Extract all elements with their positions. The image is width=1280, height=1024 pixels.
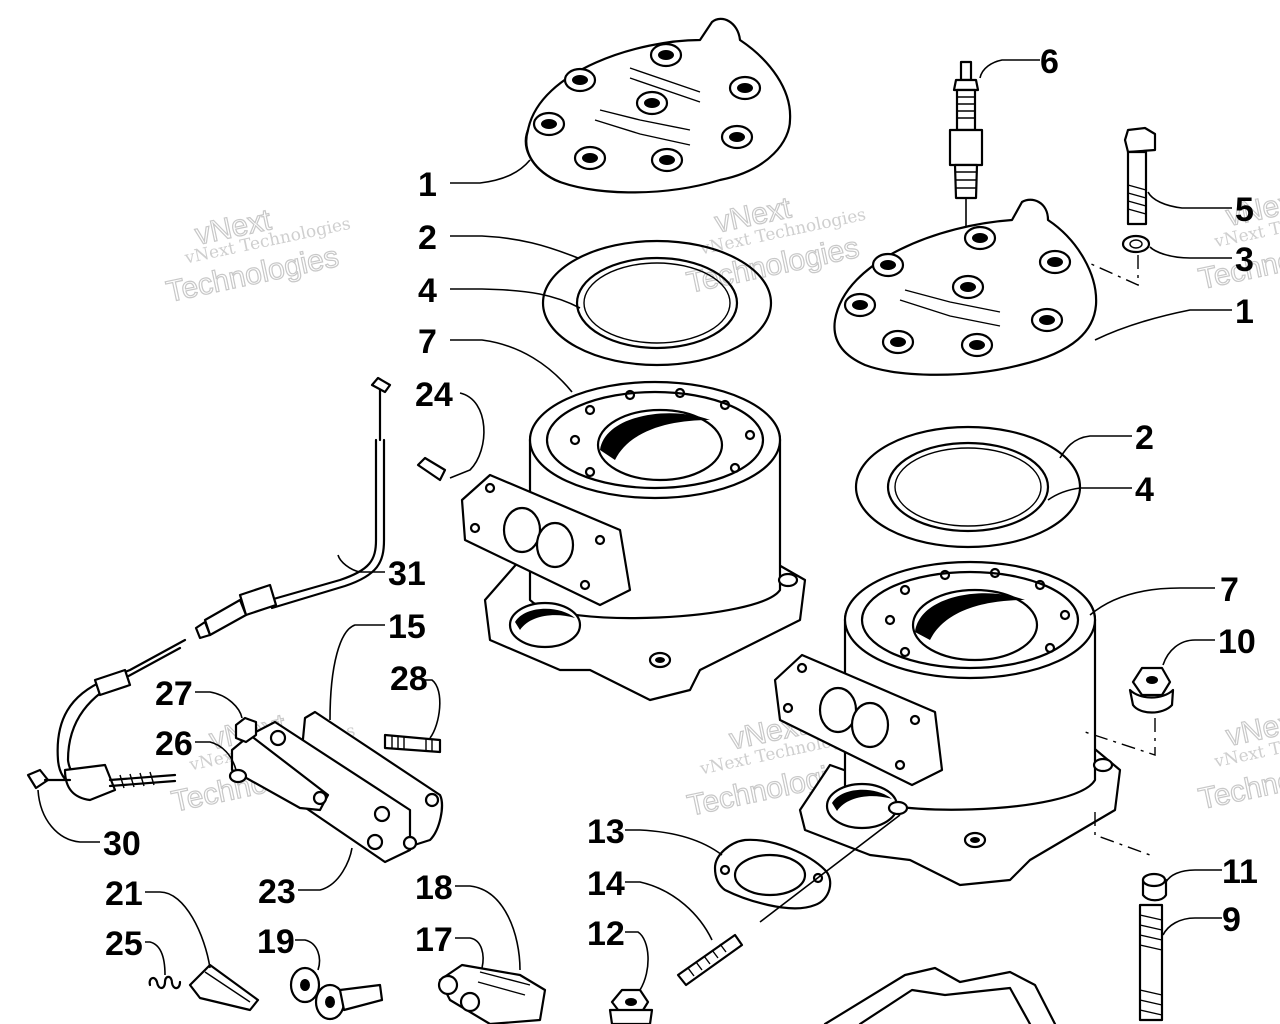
cylinder-head-left — [524, 17, 792, 194]
spring — [148, 975, 182, 990]
cylinder-right — [773, 560, 1122, 887]
bushing-pair — [289, 966, 384, 1021]
cylinder-stud — [1138, 903, 1164, 1022]
exhaust-stud — [676, 933, 744, 987]
callout-7-left: 7 — [418, 323, 437, 361]
control-cable — [194, 376, 392, 640]
callout-23: 23 — [258, 873, 296, 911]
cable-connector — [437, 963, 547, 1024]
callout-14: 14 — [587, 865, 625, 903]
callout-3: 3 — [1235, 241, 1254, 279]
callout-6: 6 — [1040, 43, 1059, 81]
callout-25: 25 — [105, 925, 143, 963]
head-bolt-washer — [1121, 234, 1151, 254]
dowel-pin — [416, 456, 447, 482]
callout-1-left: 1 — [418, 166, 437, 204]
head-gasket-right — [854, 425, 1082, 549]
callout-11: 11 — [1222, 853, 1258, 891]
callout-21: 21 — [105, 875, 143, 913]
callout-10: 10 — [1218, 623, 1256, 661]
callout-7-right: 7 — [1220, 571, 1239, 609]
exhaust-nut — [608, 988, 654, 1024]
callout-13: 13 — [587, 813, 625, 851]
bracket-clip — [188, 963, 260, 1012]
callout-17: 17 — [415, 921, 453, 959]
head-bolt — [1123, 126, 1157, 226]
flange-nut — [1128, 666, 1175, 714]
callout-4-right: 4 — [1135, 471, 1154, 509]
nut-axis-line — [1084, 718, 1156, 756]
callout-27: 27 — [155, 675, 193, 713]
callout-2-left: 2 — [418, 219, 437, 257]
lever-nut — [234, 716, 258, 744]
stud-axis-leader — [759, 814, 901, 923]
callout-18: 18 — [415, 869, 453, 907]
callout-1-right: 1 — [1235, 293, 1254, 331]
stud-spacer — [1141, 872, 1168, 902]
watermark-left: vNext vNext Technologies Technologies — [163, 203, 353, 310]
throttle-linkage-cable — [56, 638, 187, 802]
callout-15: 15 — [388, 608, 426, 646]
callout-19: 19 — [257, 923, 295, 961]
callout-31: 31 — [388, 555, 426, 593]
watermark-right: vNext vNext Technologies Technologies — [1195, 184, 1280, 297]
callout-4-left: 4 — [418, 272, 437, 310]
watermark-center: vNext vNext Technologies Technologies — [683, 191, 868, 301]
leader-lines — [37, 59, 1232, 991]
spark-plug — [948, 60, 984, 290]
bolt-axis-line — [1059, 249, 1139, 287]
watermark-lower-right: vNext vNext Technologies Technologies — [1195, 704, 1280, 817]
cylinder-left — [460, 380, 807, 702]
stud-axis-line — [1094, 812, 1151, 856]
callout-28: 28 — [390, 660, 428, 698]
exhaust-gasket — [713, 838, 832, 910]
callout-9: 9 — [1222, 901, 1241, 939]
lever-washer — [228, 768, 248, 784]
short-stud — [383, 733, 442, 754]
crankcase-edge — [823, 966, 1057, 1024]
callout-30: 30 — [103, 825, 141, 863]
reed-valve-cover — [248, 720, 440, 864]
callout-labels: 1 2 4 7 24 6 5 3 1 2 4 7 10 31 15 28 27 … — [103, 43, 1258, 963]
callout-2-right: 2 — [1135, 419, 1154, 457]
linkage-screw — [26, 768, 72, 790]
callout-26: 26 — [155, 725, 193, 763]
head-gasket-left — [541, 239, 773, 367]
callout-24: 24 — [415, 376, 453, 414]
callout-12: 12 — [587, 915, 625, 953]
callout-5: 5 — [1235, 191, 1254, 229]
crankcase-inner-edge — [858, 986, 1032, 1024]
cylinder-head-right — [833, 198, 1098, 376]
